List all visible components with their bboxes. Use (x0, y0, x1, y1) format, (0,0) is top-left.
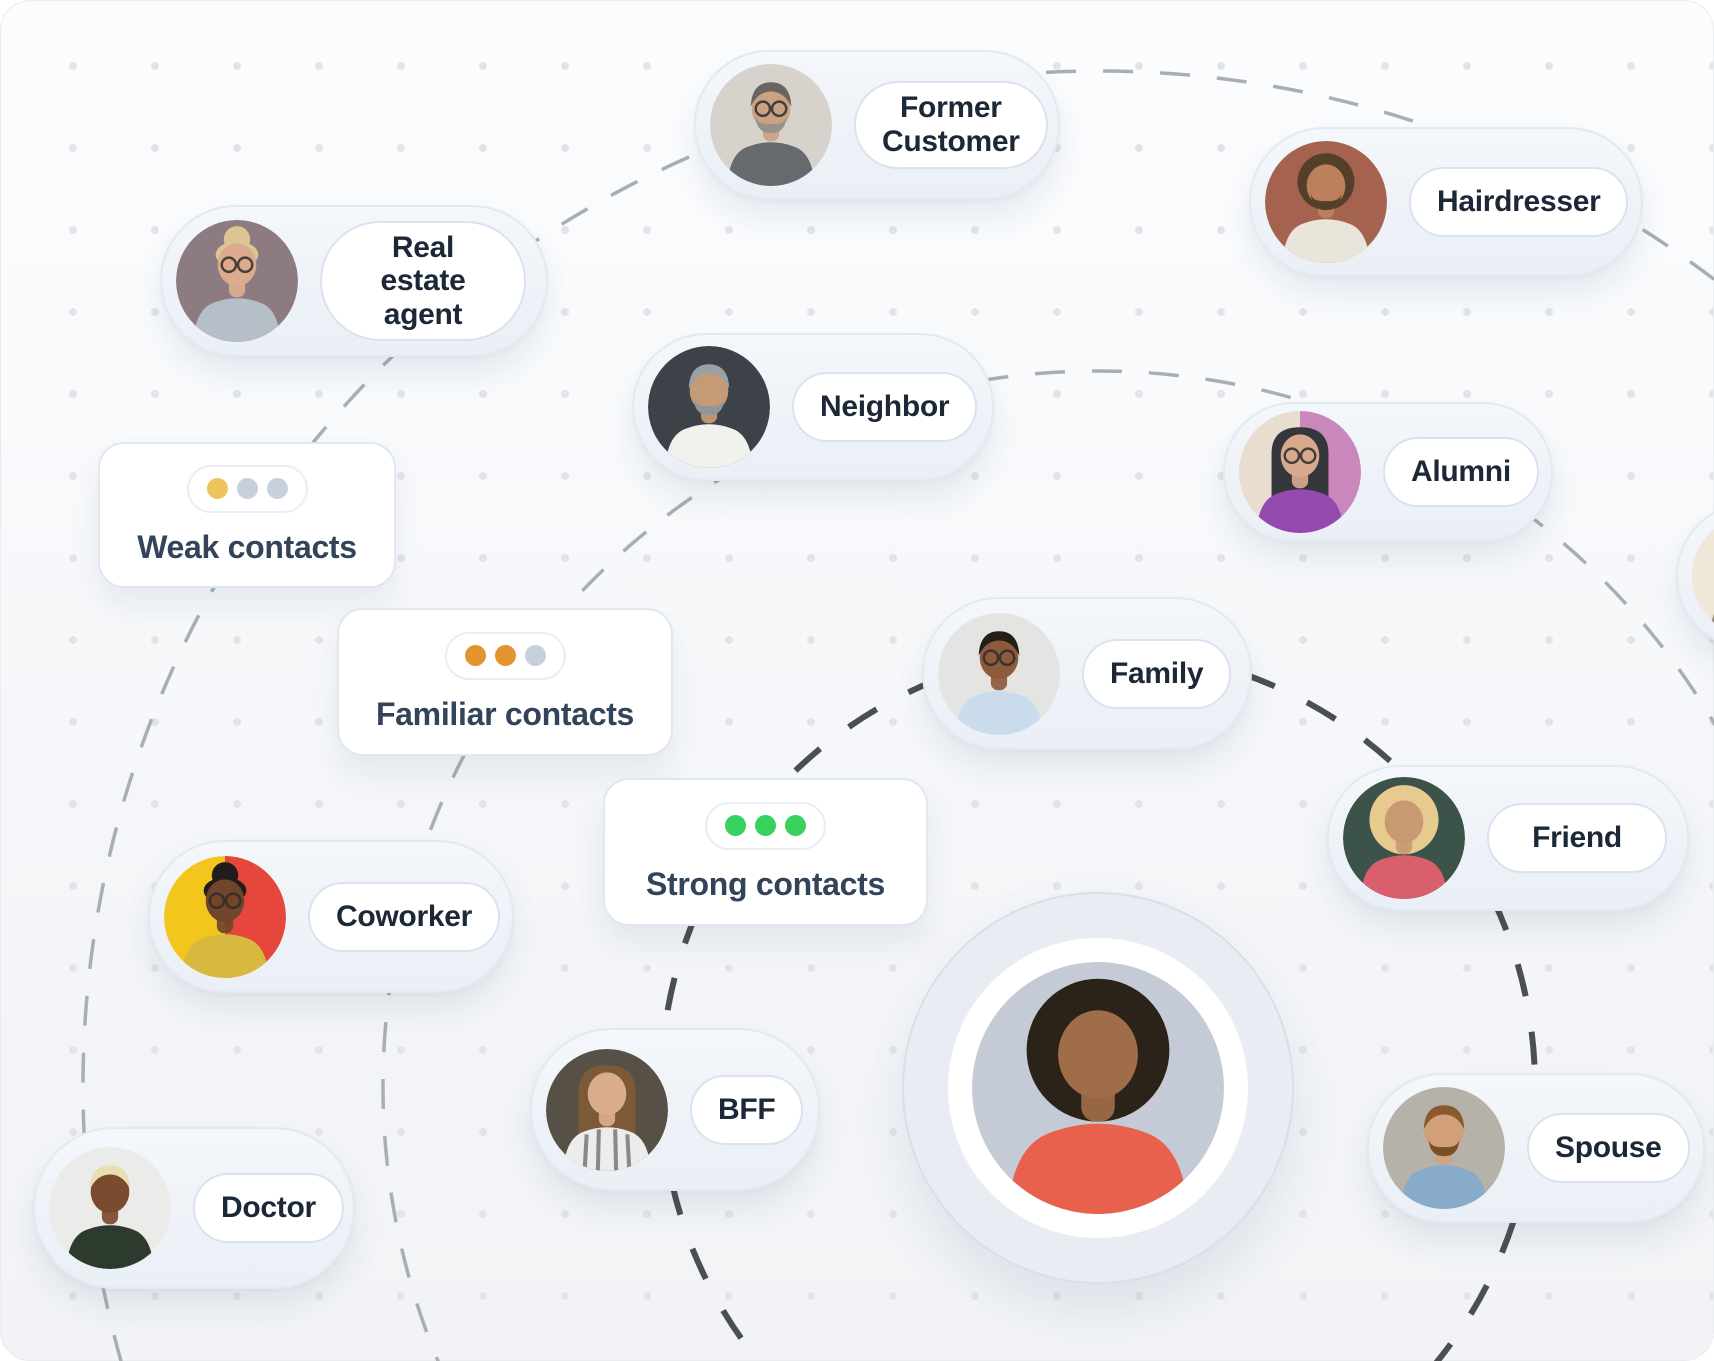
legend-card-strong-contacts[interactable]: Strong contacts (603, 778, 928, 926)
contact-node-bff[interactable]: BFF (530, 1028, 820, 1191)
contact-label-pill: Neighbor (792, 372, 978, 442)
contact-label-pill: Alumni (1383, 437, 1539, 507)
strength-dot (206, 478, 228, 499)
strength-dots-weak (186, 464, 308, 513)
strength-dot (524, 645, 546, 666)
avatar-doctor (49, 1147, 171, 1269)
middle-orbit (381, 369, 1714, 1361)
contact-label-pill: Coworker (308, 881, 500, 952)
legend-card-familiar-contacts[interactable]: Familiar contacts (337, 608, 673, 756)
contact-label: Alumni (1411, 455, 1511, 489)
avatar-hairdresser (1265, 141, 1387, 263)
legend-card-title: Weak contacts (137, 528, 357, 565)
avatar-neighbor (648, 346, 770, 468)
contact-label: Friend (1532, 821, 1622, 855)
contact-label: Hairdresser (1437, 185, 1601, 219)
legend-card-title: Strong contacts (645, 865, 886, 902)
contact-node-neighbor[interactable]: Neighbor (632, 333, 994, 481)
strength-dots-strong (705, 801, 826, 850)
legend-card-title: Familiar contacts (375, 695, 635, 732)
central-person-ring (948, 938, 1248, 1238)
strength-dot (236, 478, 258, 499)
strength-dots-familiar (444, 631, 566, 680)
strength-dot (494, 645, 516, 666)
avatar-family (938, 612, 1060, 735)
contact-node-alumni[interactable]: Alumni (1223, 402, 1553, 542)
avatar-bff (546, 1048, 668, 1171)
avatar-alumni (1239, 411, 1361, 533)
contact-label-pill: BFF (690, 1074, 804, 1145)
contact-node-real-estate-agent[interactable]: Real estate agent (160, 205, 548, 357)
contact-node-coworker[interactable]: Coworker (148, 840, 514, 993)
contact-label: Former Customer (882, 91, 1020, 158)
strength-dot (785, 815, 806, 836)
contact-label: BFF (718, 1092, 776, 1126)
avatar-friend (1343, 777, 1465, 899)
contact-node-spouse[interactable]: Spouse (1367, 1073, 1705, 1223)
strength-dot (464, 645, 486, 666)
legend-card-weak-contacts[interactable]: Weak contacts (98, 442, 396, 588)
central-person-node[interactable] (902, 892, 1294, 1284)
contact-node-friend[interactable]: Friend (1327, 765, 1689, 911)
contact-label-pill: Doctor (193, 1173, 344, 1243)
contact-node-family[interactable]: Family (922, 597, 1252, 750)
contact-label-pill: Spouse (1527, 1113, 1690, 1183)
contact-label: Neighbor (820, 390, 950, 424)
contact-node-former-customer[interactable]: Former Customer (694, 50, 1060, 200)
strength-dot (755, 815, 776, 836)
contact-node-doctor[interactable]: Doctor (33, 1127, 355, 1289)
contact-label-pill: Hairdresser (1409, 167, 1629, 237)
contact-label: Spouse (1555, 1131, 1662, 1165)
contact-label: Doctor (221, 1191, 316, 1225)
contact-label-pill: Former Customer (854, 81, 1048, 169)
contact-label-pill: Friend (1487, 803, 1667, 873)
strength-dot (725, 815, 746, 836)
contact-node-edge-partial[interactable] (1676, 503, 1714, 649)
avatar-coworker (164, 855, 286, 978)
central-person-avatar (972, 962, 1224, 1214)
strength-dot (266, 478, 288, 499)
contact-label-pill: Family (1082, 638, 1232, 709)
contact-label: Family (1110, 656, 1204, 690)
avatar-real-estate-agent (176, 220, 298, 342)
contact-node-hairdresser[interactable]: Hairdresser (1249, 127, 1643, 277)
avatar-edge-contact (1692, 515, 1714, 637)
contact-label: Real estate agent (380, 230, 466, 331)
contact-label-pill: Real estate agent (320, 220, 526, 342)
avatar-former-customer (710, 64, 832, 186)
contact-label: Coworker (336, 899, 472, 933)
avatar-spouse (1383, 1087, 1505, 1209)
